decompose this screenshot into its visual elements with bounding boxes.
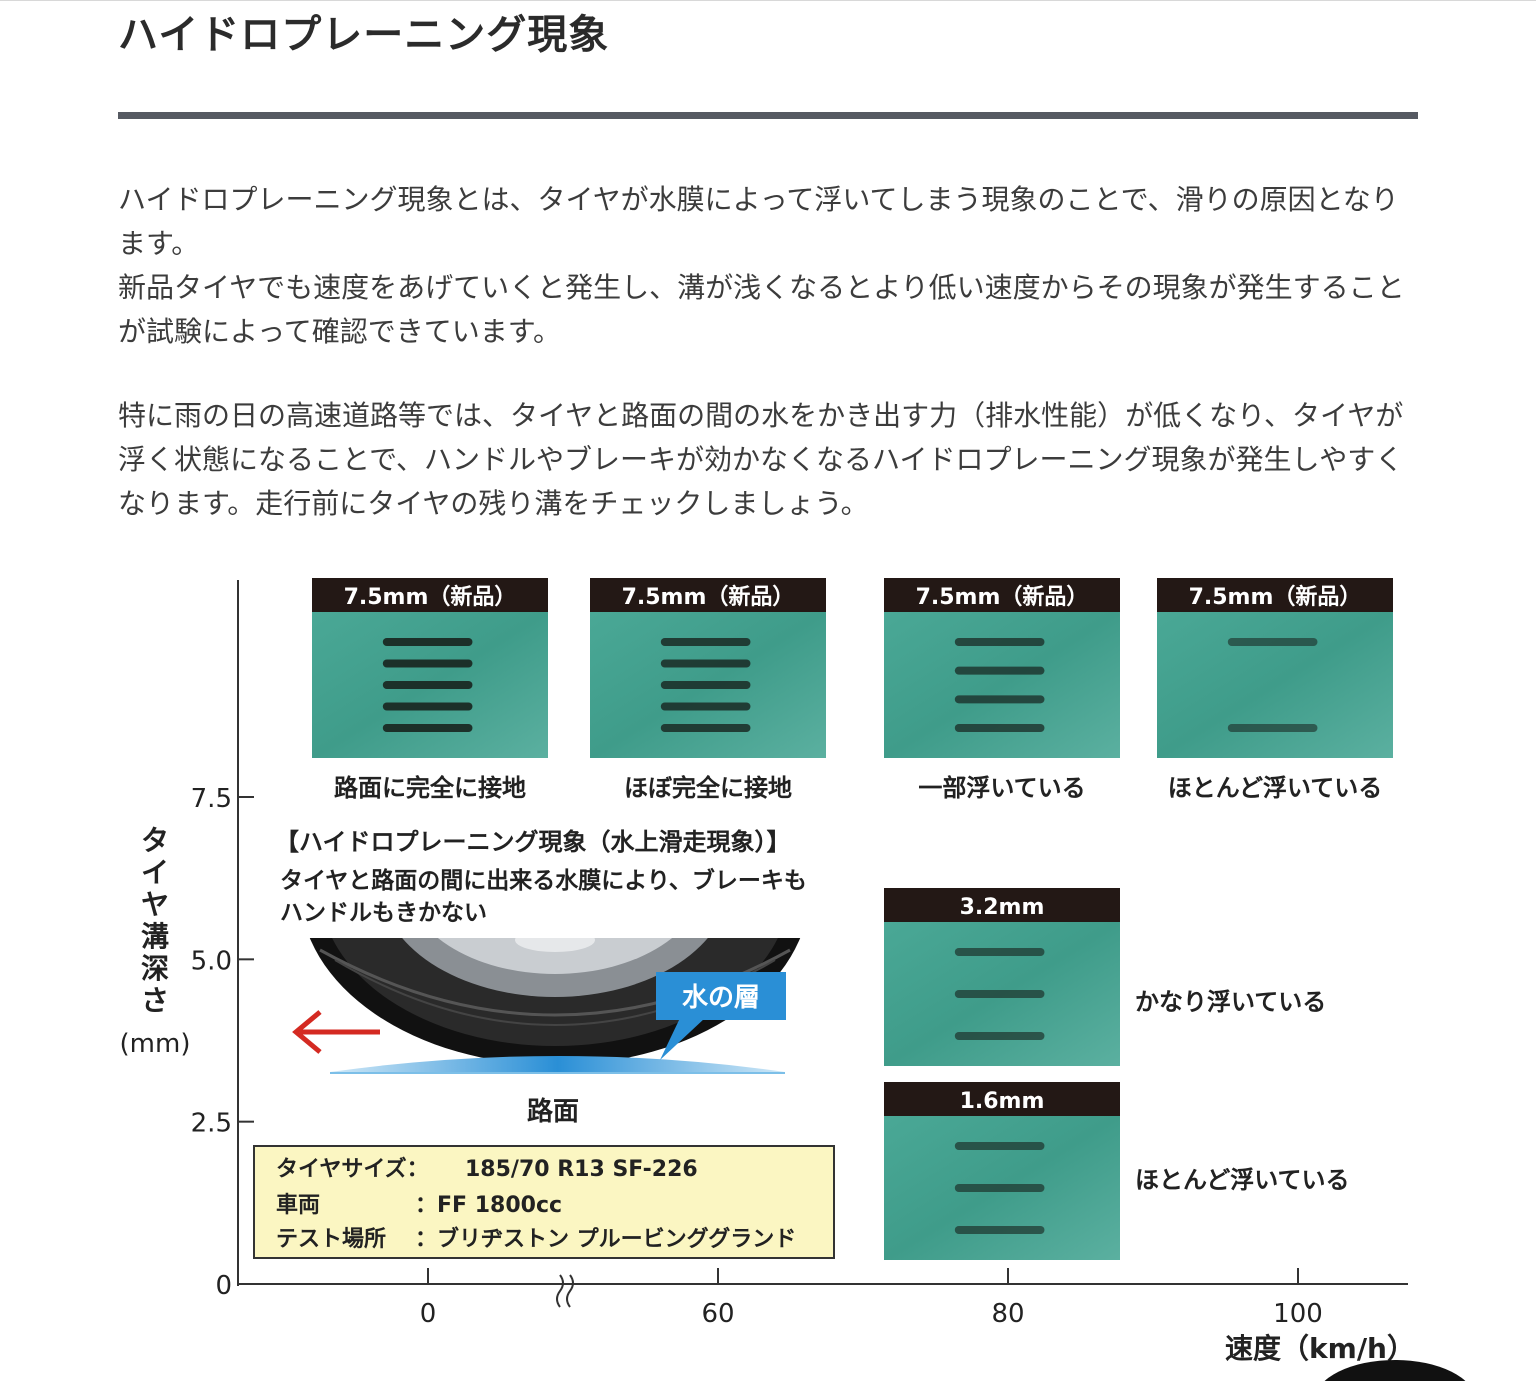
x-tick-label: 80	[991, 1299, 1024, 1329]
tread-photo-shallow-1: 3.2mm かなり浮いている	[884, 888, 1326, 1066]
water-layer-callout: 水の層	[656, 972, 786, 1060]
tread-mark	[954, 695, 1045, 704]
intro-paragraph: ハイドロプレーニング現象とは、タイヤが水膜によって浮いてしまう現象のことで、滑り…	[118, 178, 1418, 354]
paragraph-line: 特に雨の日の高速道路等では、タイヤと路面の間の水をかき出す力（排水性能）が低くな…	[118, 399, 1404, 432]
title-underline	[118, 112, 1418, 119]
paragraph-line: 新品タイヤでも速度をあげていくと発生し、溝が浅くなるとより低い速度からその現象が…	[118, 271, 1405, 304]
y-tick-label: 5.0	[191, 946, 232, 976]
photo-image	[1157, 612, 1393, 758]
tread-photo-1: 7.5mm（新品） 路面に完全に接地	[312, 578, 548, 802]
tread-mark	[954, 724, 1045, 732]
x-tick-label: 0	[420, 1299, 437, 1329]
water-film	[330, 1056, 785, 1072]
photo-caption: 路面に完全に接地	[334, 774, 526, 802]
tire-size-value: 185/70 R13 SF-226	[465, 1157, 698, 1182]
page-title: ハイドロプレーニング現象	[118, 12, 610, 58]
photo-caption: かなり浮いている	[1135, 988, 1326, 1016]
photo-header-bar	[884, 888, 1120, 922]
tread-mark	[660, 681, 751, 689]
photo-header-label: 1.6mm	[960, 1089, 1045, 1114]
y-tick-label: 2.5	[191, 1109, 232, 1139]
photo-caption: ほとんど浮いている	[1168, 774, 1383, 802]
tread-mark	[954, 948, 1045, 956]
road-label: 路面	[527, 1096, 579, 1127]
photo-header-label: 7.5mm（新品）	[622, 584, 795, 610]
paragraph-line: 浮く状態になることで、ハンドルやブレーキが効かなくなるハイドロプレーニング現象が…	[118, 443, 1404, 476]
photo-header-label: 3.2mm	[960, 895, 1045, 920]
tire-size-label: タイヤサイズ：	[276, 1156, 429, 1182]
top-divider	[0, 0, 1536, 1]
tread-mark	[382, 659, 473, 668]
tread-mark	[954, 666, 1045, 675]
y-axis-label-char: イ	[141, 856, 169, 889]
photo-header-label: 7.5mm（新品）	[344, 584, 517, 610]
photo-header-bar	[312, 578, 548, 612]
tread-photo-3: 7.5mm（新品） 一部浮いている	[884, 578, 1120, 802]
y-tick-label: 7.5	[191, 784, 232, 814]
axis-break-mark	[556, 1274, 564, 1308]
tread-mark	[382, 702, 473, 711]
tread-mark	[954, 1142, 1045, 1150]
tread-mark	[382, 638, 473, 646]
x-axis-label: 速度（km/h）	[1225, 1332, 1415, 1365]
diagram-description: ハンドルもきかない	[280, 900, 487, 926]
x-tick-label: 100	[1273, 1299, 1323, 1329]
tread-mark	[954, 638, 1045, 646]
photo-header-label: 7.5mm（新品）	[916, 584, 1089, 610]
diagram-description: タイヤと路面の間に出来る水膜により、ブレーキも	[280, 867, 807, 894]
left-arrow-icon	[292, 1010, 380, 1054]
tread-mark	[954, 990, 1045, 998]
photo-header-label: 7.5mm（新品）	[1189, 584, 1362, 610]
tread-mark	[382, 681, 473, 689]
axis-break-mark	[566, 1274, 574, 1308]
y-axis-label-char: さ	[141, 984, 169, 1017]
vehicle-label: 車両	[276, 1193, 320, 1218]
tread-mark	[382, 724, 473, 732]
tread-mark	[660, 724, 751, 732]
tread-mark	[954, 1184, 1045, 1192]
y-tick-label: 0	[215, 1271, 232, 1301]
paragraph-line: なります。走行前にタイヤの残り溝をチェックしましょう。	[118, 487, 869, 520]
photo-image	[884, 612, 1120, 758]
y-axis-label-char: タ	[141, 824, 169, 857]
decorative-shape	[1320, 1360, 1470, 1385]
tread-photo-shallow-2: 1.6mm ほとんど浮いている	[884, 1082, 1350, 1260]
test-site-label: テスト場所	[276, 1227, 386, 1252]
tread-photo-4: 7.5mm（新品） ほとんど浮いている	[1157, 578, 1393, 802]
paragraph-line: ハイドロプレーニング現象とは、タイヤが水膜によって浮いてしまう現象のことで、滑り…	[118, 183, 1399, 216]
photo-caption: ほぼ完全に接地	[624, 774, 792, 802]
y-axis-label-char: 深	[141, 952, 169, 985]
paragraph-line: ます。	[118, 227, 200, 260]
test-site-value: ：ブリヂストン プルービンググランド	[415, 1226, 796, 1252]
photo-header-bar	[590, 578, 826, 612]
paragraph-line: が試験によって確認できています。	[118, 315, 561, 348]
vehicle-value: ：FF 1800cc	[415, 1193, 562, 1218]
y-axis-label-char: ヤ	[141, 888, 169, 921]
photo-caption: 一部浮いている	[918, 774, 1085, 802]
tread-photo-2: 7.5mm（新品） ほぼ完全に接地	[590, 578, 826, 802]
diagram-title: 【ハイドロプレーニング現象（水上滑走現象）】	[275, 828, 791, 856]
photo-header-bar	[1157, 578, 1393, 612]
tread-mark	[1227, 638, 1318, 646]
tread-mark	[954, 1032, 1045, 1040]
tread-mark	[660, 659, 751, 668]
y-axis-label-char: 溝	[141, 920, 169, 953]
x-tick-label: 60	[701, 1299, 734, 1329]
warning-paragraph: 特に雨の日の高速道路等では、タイヤと路面の間の水をかき出す力（排水性能）が低くな…	[118, 394, 1418, 526]
tread-mark	[660, 702, 751, 711]
test-conditions-box: タイヤサイズ： 185/70 R13 SF-226 車両 ：FF 1800cc …	[253, 1145, 835, 1259]
photo-header-bar	[884, 578, 1120, 612]
photo-caption: ほとんど浮いている	[1135, 1166, 1350, 1194]
tread-mark	[660, 638, 751, 646]
photo-header-bar	[884, 1082, 1120, 1116]
hydroplaning-figure: 0 2.5 5.0 7.5 0 60 80 100 タイヤ溝深さ (mm) 速度（km/h）…	[0, 560, 1536, 1385]
water-layer-label: 水の層	[682, 983, 760, 1013]
tread-mark	[954, 1226, 1045, 1234]
tread-mark	[1227, 724, 1318, 732]
y-axis-unit: (mm)	[120, 1029, 191, 1059]
